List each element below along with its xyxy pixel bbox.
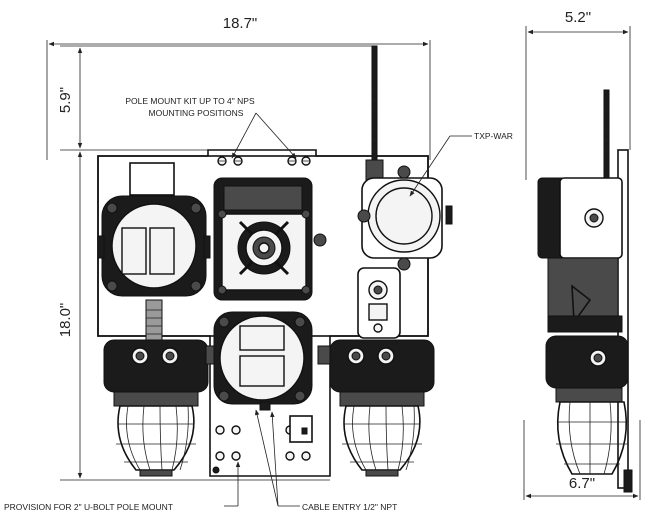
callout-pole-mount-kit-line2: MOUNTING POSITIONS <box>149 108 244 118</box>
small-junction-plate <box>289 415 313 443</box>
label-plate <box>129 162 175 196</box>
dimension-height-main: 18.0" <box>57 151 330 481</box>
antenna-side <box>603 89 610 181</box>
beacon-left <box>103 339 209 477</box>
beacon-right <box>329 339 435 477</box>
sounder-box-center <box>213 177 327 301</box>
dimension-label-width-front: 18.7" <box>223 15 258 32</box>
pole-mount-holes-top <box>217 156 311 166</box>
side-view <box>537 89 633 493</box>
front-view <box>97 45 453 477</box>
dimension-label-width-side-top: 5.2" <box>565 9 591 26</box>
callout-cable-entry: CABLE ENTRY 1/2" NPT <box>254 409 397 512</box>
conduit-fitting-right <box>317 345 331 365</box>
callout-pole-mount-kit: POLE MOUNT KIT UP TO 4" NPS MOUNTING POS… <box>125 96 297 159</box>
callout-txp-war-label: TXP-WAR <box>474 131 513 141</box>
conduit-left <box>145 299 163 345</box>
dimension-label-width-side-bottom: 6.7" <box>569 475 595 492</box>
txp-war-transmitter <box>357 45 453 339</box>
junction-box-left <box>97 195 211 297</box>
callout-u-bolt-label: PROVISION FOR 2" U-BOLT POLE MOUNT <box>4 502 173 512</box>
callout-pole-mount-kit-line1: POLE MOUNT KIT UP TO 4" NPS <box>125 96 255 106</box>
callout-cable-entry-label: CABLE ENTRY 1/2" NPT <box>302 502 397 512</box>
dimension-width-side-bottom: 6.7" <box>523 420 641 500</box>
antenna <box>371 45 378 167</box>
dimension-width-side-top: 5.2" <box>525 9 631 180</box>
ground-stud <box>212 466 220 474</box>
conduit-fitting-left <box>205 345 215 365</box>
callout-txp-war: TXP-WAR <box>409 131 513 197</box>
callout-u-bolt: PROVISION FOR 2" U-BOLT POLE MOUNT <box>4 461 241 512</box>
dimension-label-height-antenna: 5.9" <box>57 87 74 113</box>
terminal-box-center-lower <box>213 311 313 411</box>
dimension-width-front: 18.7" <box>46 15 431 160</box>
dimension-label-height-main: 18.0" <box>57 303 74 338</box>
